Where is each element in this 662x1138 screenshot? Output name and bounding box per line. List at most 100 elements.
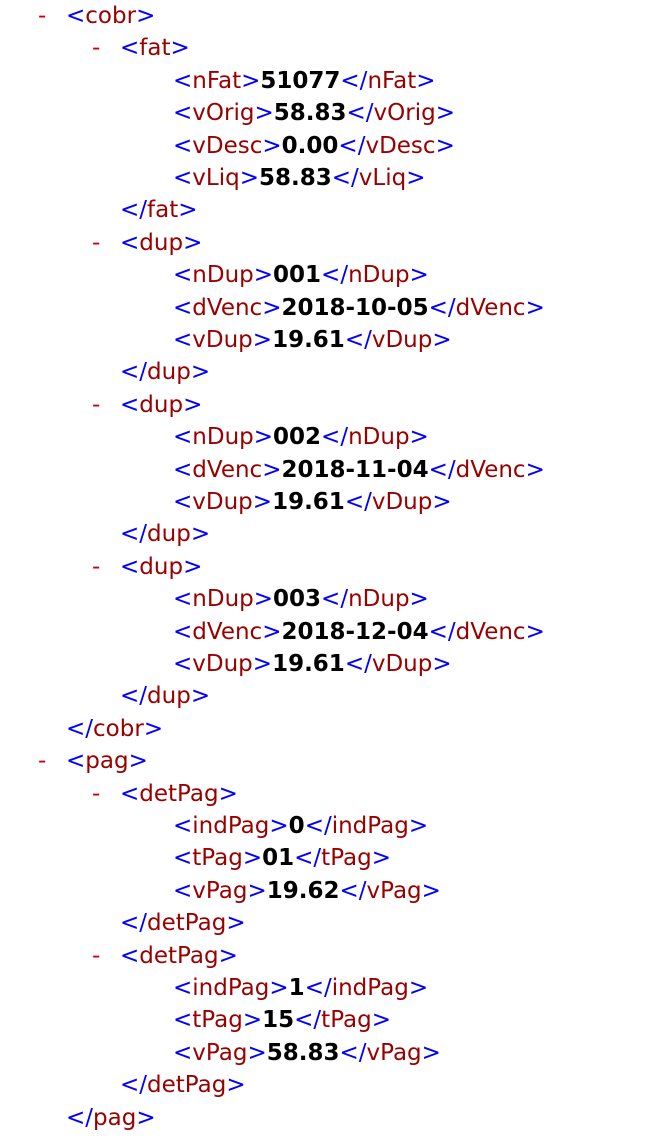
xml-line-content: <dVenc>2018-12-04</dVenc> [173, 616, 545, 648]
close-bracket: > [183, 553, 203, 580]
element-value: 2018-11-04 [281, 456, 429, 483]
element-name: vOrig [192, 100, 255, 127]
element-value: 19.61 [272, 327, 345, 353]
close-bracket: > [262, 132, 282, 159]
close-bracket: > [409, 586, 429, 613]
collapse-toggle[interactable]: - [92, 229, 101, 256]
element-name: nDup [348, 424, 410, 451]
open-bracket: < [173, 489, 193, 515]
close-bracket: > [252, 327, 273, 353]
element-name: vPag [366, 1039, 422, 1066]
element-name: indPag [331, 975, 409, 1001]
element-name: nFat [192, 67, 242, 94]
xml-line-content: <vLiq>58.83</vLiq> [173, 162, 425, 194]
element-name: dup [139, 391, 184, 418]
xml-line-content: <vDesc>0.00</vDesc> [173, 130, 455, 162]
xml-line-content: <nDup>002</nDup> [173, 421, 429, 453]
close-bracket: > [432, 489, 452, 515]
element-value: 58.83 [273, 100, 347, 127]
open-bracket: </ [66, 715, 94, 742]
open-bracket: < [173, 586, 193, 613]
element-name: dVenc [455, 294, 526, 321]
open-bracket: </ [294, 1007, 322, 1034]
element-name: tPag [192, 1007, 243, 1034]
element-name: detPag [139, 942, 219, 969]
open-bracket: < [120, 229, 140, 256]
collapse-toggle[interactable]: - [92, 35, 101, 62]
close-bracket: > [218, 780, 238, 807]
close-bracket: > [242, 845, 263, 872]
close-bracket: > [128, 748, 148, 775]
open-bracket: < [173, 1039, 193, 1066]
element-name: tPag [321, 845, 372, 872]
element-name: vDup [192, 327, 253, 353]
element-value: 19.61 [272, 651, 345, 677]
close-bracket: > [262, 618, 282, 645]
close-bracket: > [421, 1039, 441, 1066]
xml-line-content: <dVenc>2018-10-05</dVenc> [173, 292, 545, 324]
element-name: dup [147, 359, 191, 386]
open-bracket: < [173, 262, 193, 289]
collapse-toggle[interactable]: - [92, 780, 101, 807]
element-name: detPag [147, 910, 227, 937]
close-bracket: > [252, 651, 273, 677]
collapse-toggle[interactable]: - [38, 748, 47, 775]
element-value: 19.61 [272, 489, 345, 515]
element-name: detPag [139, 780, 219, 807]
xml-line-content: </dup> [120, 680, 210, 712]
element-value: 0 [288, 813, 305, 839]
close-bracket: > [432, 651, 452, 677]
close-bracket: > [241, 67, 261, 94]
xml-line-content: <vPag>58.83</vPag> [173, 1037, 441, 1069]
xml-line-content: <fat> [120, 32, 190, 64]
element-name: indPag [192, 975, 270, 1001]
element-name: nDup [192, 424, 254, 451]
open-bracket: </ [428, 618, 456, 645]
open-bracket: </ [344, 651, 372, 677]
open-bracket: < [173, 877, 193, 904]
open-bracket: < [173, 132, 193, 159]
element-name: nDup [348, 586, 410, 613]
open-bracket: </ [120, 1072, 148, 1099]
element-name: fat [147, 197, 179, 224]
element-name: tPag [321, 1007, 372, 1034]
xml-line-content: <vOrig>58.83</vOrig> [173, 97, 455, 129]
open-bracket: < [173, 67, 193, 94]
xml-line-content: <dup> [120, 389, 202, 421]
element-value: 0.00 [281, 132, 339, 159]
element-name: nDup [192, 262, 254, 289]
xml-line-content: <indPag>0</indPag> [173, 810, 428, 842]
close-bracket: > [226, 1072, 246, 1099]
open-bracket: </ [331, 165, 359, 191]
element-name: indPag [192, 813, 270, 839]
element-name: vLiq [358, 165, 407, 191]
open-bracket: </ [346, 100, 374, 127]
open-bracket: < [173, 327, 193, 353]
collapse-toggle[interactable]: - [92, 942, 101, 969]
element-name: dup [147, 683, 191, 710]
element-name: vPag [192, 877, 248, 904]
open-bracket: < [120, 553, 140, 580]
close-bracket: > [525, 456, 545, 483]
close-bracket: > [190, 521, 211, 548]
element-name: tPag [192, 845, 243, 872]
element-value: 01 [262, 845, 295, 872]
open-bracket: < [173, 845, 193, 872]
close-bracket: > [242, 1007, 263, 1034]
close-bracket: > [269, 975, 289, 1001]
close-bracket: > [143, 715, 164, 742]
element-name: vPag [366, 877, 422, 904]
open-bracket: < [173, 651, 193, 677]
element-name: dVenc [192, 618, 263, 645]
xml-line-content: <nFat>51077</nFat> [173, 65, 436, 97]
collapse-toggle[interactable]: - [92, 391, 101, 418]
xml-line-content: <dup> [120, 227, 202, 259]
collapse-toggle[interactable]: - [92, 553, 101, 580]
xml-line-content: <vDup>19.61</vDup> [173, 486, 452, 518]
close-bracket: > [226, 910, 246, 937]
xml-line-content: <tPag>01</tPag> [173, 842, 391, 874]
open-bracket: < [173, 424, 193, 451]
xml-line-content: <pag> [66, 745, 148, 777]
element-value: 19.62 [266, 877, 340, 904]
collapse-toggle[interactable]: - [38, 3, 47, 29]
